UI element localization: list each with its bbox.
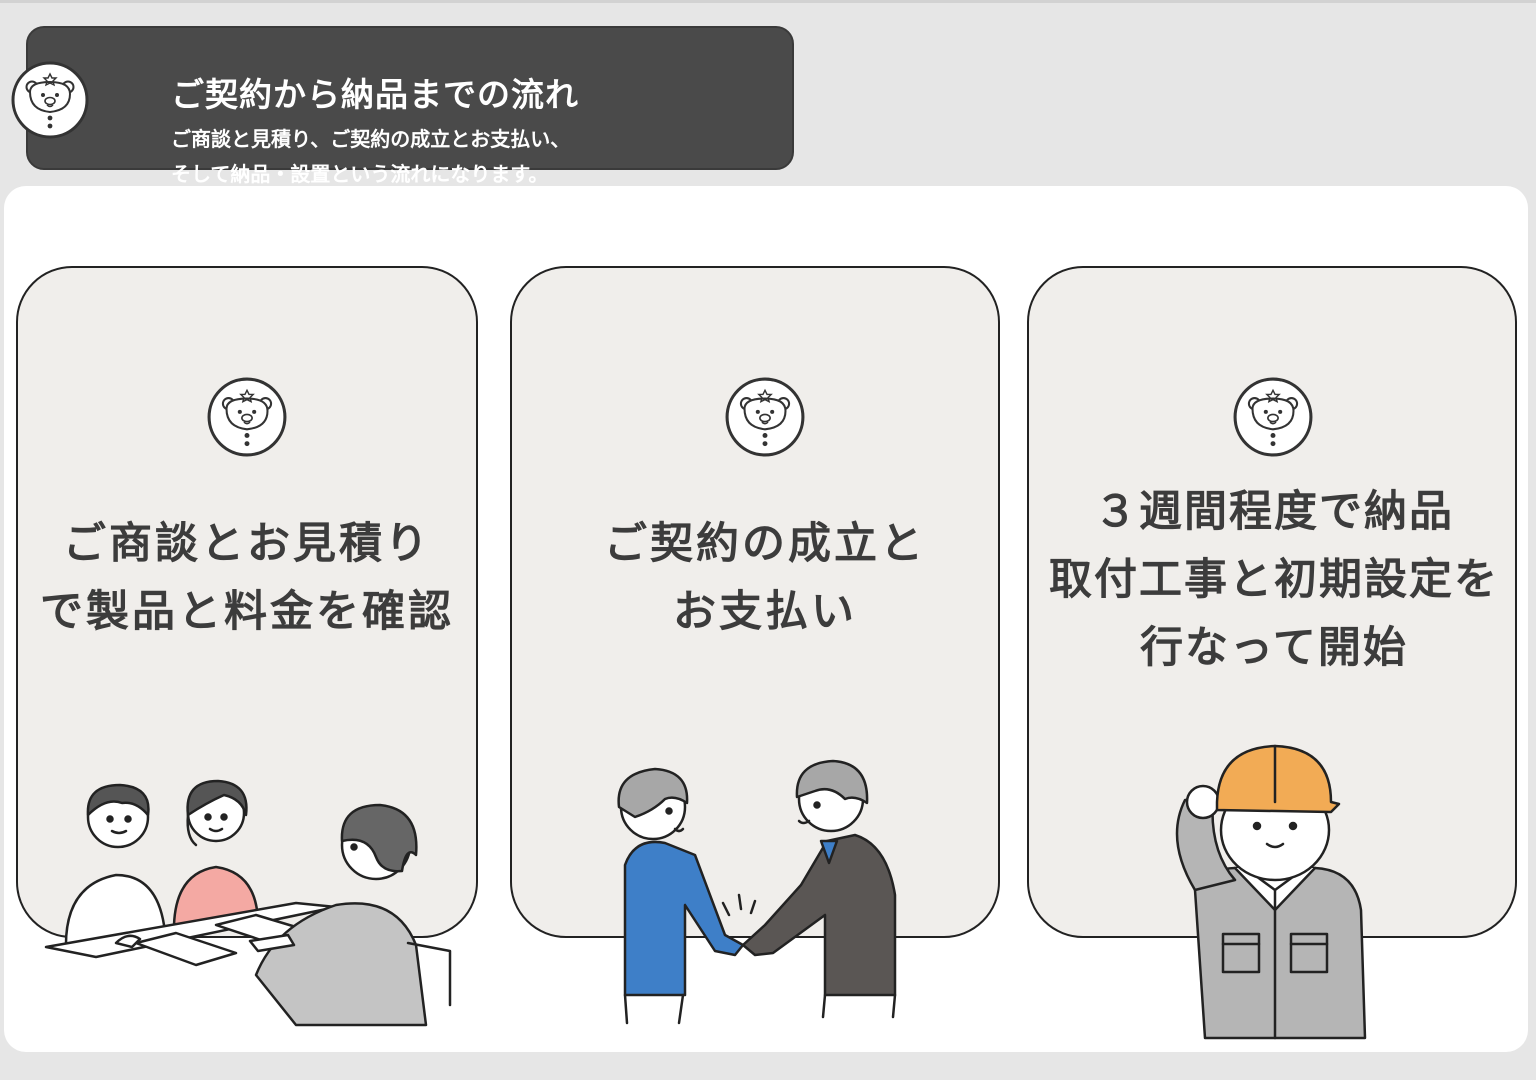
bear-mascot-icon <box>206 376 288 458</box>
step-line: ご商談とお見積り <box>16 510 478 578</box>
page-subtitle-line2: そして納品・設置という流れになります。 <box>171 158 548 187</box>
step-line: ３週間程度で納品 <box>1027 478 1521 546</box>
page-title: ご契約から納品までの流れ <box>171 68 579 116</box>
header-banner: ご契約から納品までの流れ ご商談と見積り、ご契約の成立とお支払い、 そして納品・… <box>26 26 794 170</box>
worker-illustration <box>1135 740 1375 1040</box>
step-line: 取付工事と初期設定を <box>1027 546 1521 614</box>
step-line: お支払い <box>510 578 1020 646</box>
bear-mascot-icon <box>1232 376 1314 458</box>
step-text-estimate: ご商談とお見積り で製品と料金を確認 <box>16 510 478 646</box>
step-line: ご契約の成立と <box>510 510 1020 578</box>
step-line: 行なって開始 <box>1027 614 1521 682</box>
meeting-illustration <box>36 775 456 1035</box>
bear-mascot-icon <box>10 60 90 140</box>
step-line: で製品と料金を確認 <box>16 578 478 646</box>
step-text-contract: ご契約の成立と お支払い <box>510 510 1020 646</box>
handshake-illustration <box>605 755 905 1025</box>
bear-mascot-icon <box>724 376 806 458</box>
page-subtitle-line1: ご商談と見積り、ご契約の成立とお支払い、 <box>171 123 570 152</box>
top-divider <box>0 0 1536 3</box>
step-text-delivery: ３週間程度で納品 取付工事と初期設定を 行なって開始 <box>1027 478 1521 682</box>
